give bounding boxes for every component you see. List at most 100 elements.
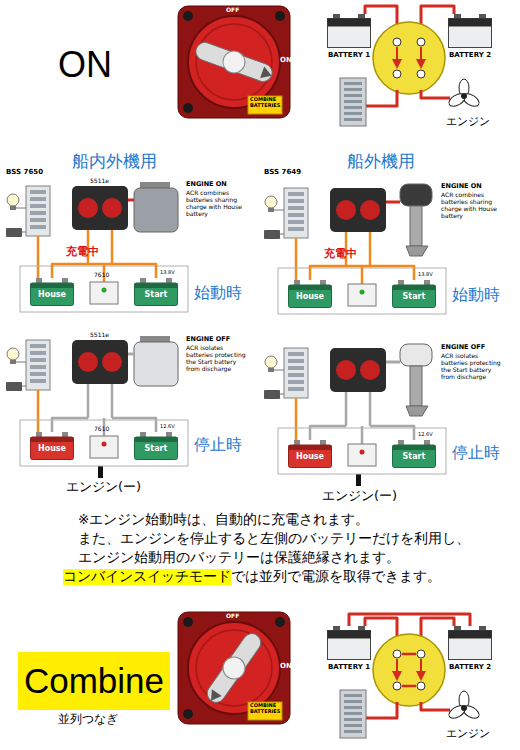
battery-label: BATTERY 1 — [311, 51, 387, 59]
switch-dial — [188, 622, 280, 714]
mode-title: ON — [58, 44, 112, 85]
battery-body — [289, 445, 332, 468]
breaker — [288, 366, 304, 370]
mount-hole — [183, 103, 193, 113]
breaker — [288, 359, 304, 363]
battery-terminal — [424, 280, 430, 285]
voltage-label: 13.8V — [160, 270, 175, 276]
switch-symbol — [373, 22, 445, 94]
state-label: 停止時 — [452, 444, 500, 462]
switch-knob — [360, 360, 380, 380]
battery: House — [30, 278, 74, 306]
propeller-blade — [447, 91, 468, 109]
switch-wire — [345, 392, 348, 426]
breaker — [30, 344, 46, 348]
breaker-panel — [340, 690, 366, 738]
switch-marking: ON — [280, 56, 292, 64]
mode-box: Combine — [18, 652, 170, 710]
battery-link — [52, 264, 156, 278]
warning-tag — [248, 96, 282, 114]
breaker — [30, 190, 46, 194]
switch-dial — [188, 16, 280, 108]
part-number: 5511e — [90, 178, 109, 185]
bulb-base — [10, 206, 16, 210]
battery-terminal — [140, 278, 146, 283]
breaker — [288, 213, 304, 217]
battery: House — [30, 432, 74, 460]
battery-symbol — [327, 626, 371, 660]
ground-bar — [356, 474, 361, 486]
breaker — [288, 206, 304, 210]
flow-arrow — [396, 47, 398, 67]
knob-pointer — [206, 689, 222, 704]
breaker — [288, 199, 304, 203]
load-cable — [366, 702, 397, 718]
battery-body — [31, 437, 74, 460]
engine-cable — [128, 353, 134, 356]
outboard-foot — [406, 246, 428, 256]
voltage-label: 12.6V — [418, 432, 433, 438]
state-note: ACR isolates batteries protecting the St… — [186, 345, 248, 373]
radio-symbol — [264, 390, 280, 399]
battery-label: House — [30, 290, 74, 299]
switch-knob — [360, 200, 380, 220]
outboard-foot — [406, 406, 428, 416]
house-feed — [295, 238, 298, 280]
house-feed — [37, 236, 40, 278]
breaker — [344, 694, 362, 697]
breaker — [30, 372, 46, 376]
ground-bar — [98, 466, 103, 478]
battery-label: Start — [392, 452, 436, 461]
voltage-label: 12.6V — [160, 424, 175, 430]
part-number: 7610 — [94, 272, 109, 279]
selector-switch — [330, 188, 386, 232]
acr-led — [360, 290, 365, 295]
section-heading: 船内外機用 — [72, 152, 157, 172]
knob-lever — [204, 630, 265, 706]
note-line: ※エンジン始動時は、自動的に充電されます。 — [78, 512, 369, 528]
knob-pointer — [260, 67, 274, 82]
battery-terminal — [398, 440, 404, 445]
acr-led — [102, 442, 107, 447]
battery-symbol — [448, 14, 492, 48]
breaker — [344, 106, 362, 109]
battery-terminal — [62, 432, 68, 437]
breaker — [30, 379, 46, 383]
switch-wire — [111, 230, 114, 264]
battery-label: BATTERY 2 — [432, 663, 508, 671]
battery-lid — [31, 437, 74, 442]
breaker — [344, 118, 362, 121]
battery-terminal — [166, 432, 172, 437]
wiring-panel — [264, 344, 446, 486]
battery-lid — [289, 445, 332, 450]
state-label: 始動時 — [194, 284, 242, 302]
engine-label: エンジン — [446, 116, 490, 129]
state-note: ACR isolates batteries protecting the St… — [441, 353, 503, 381]
breaker — [30, 197, 46, 201]
battery-body — [393, 285, 436, 308]
radio-symbol — [264, 230, 280, 239]
battery-label: House — [30, 444, 74, 453]
bulb-symbol — [7, 194, 19, 206]
engine-cable — [386, 361, 400, 364]
acr-relay — [90, 282, 118, 304]
breaker — [344, 724, 362, 727]
battery: BATTERY 1 — [327, 14, 371, 48]
battery-body — [135, 283, 178, 306]
dial-ring — [196, 630, 272, 706]
breaker — [344, 730, 362, 733]
battery-label: BATTERY 1 — [311, 663, 387, 671]
battery-label: House — [288, 292, 332, 301]
note-line: また、エンジンを停止すると左側のバッテリーだけを利用し、 — [78, 531, 470, 547]
acr-relay — [348, 444, 376, 466]
outboard-cowling — [400, 184, 432, 206]
breaker — [288, 220, 304, 224]
ground-label: エンジン(ー) — [66, 480, 141, 495]
knob-hub — [219, 653, 250, 684]
battery-lid — [135, 283, 178, 288]
battery: Start — [134, 432, 178, 460]
battery-body — [135, 437, 178, 460]
outboard-shaft — [410, 366, 422, 406]
battery-lid — [31, 283, 74, 288]
